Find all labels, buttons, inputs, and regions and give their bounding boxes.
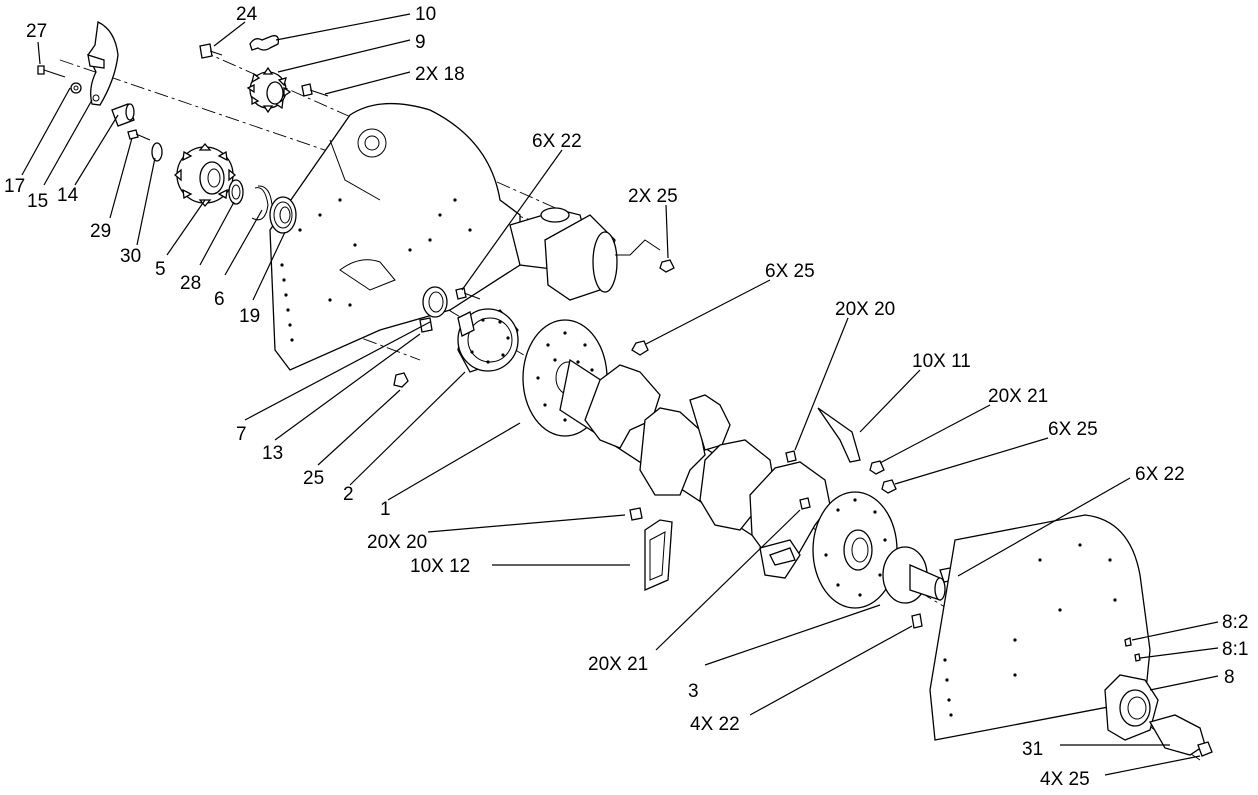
label-29: 29 — [90, 221, 111, 242]
label-5: 5 — [155, 259, 166, 280]
label-7: 7 — [236, 424, 247, 445]
ring-and-bearing — [228, 179, 297, 234]
shaft-hub-parts — [393, 286, 519, 388]
leader-lines — [21, 13, 1219, 776]
sprocket-5 — [173, 142, 237, 208]
hydraulic-motor — [509, 207, 661, 301]
left-side-plate — [269, 102, 521, 371]
label-31: 31 — [1022, 739, 1043, 760]
label-27: 27 — [26, 21, 47, 42]
rotor-hardware — [631, 259, 897, 510]
label-25: 25 — [303, 468, 324, 489]
label-20x21-bottom: 20X 21 — [588, 654, 648, 675]
label-28: 28 — [180, 273, 201, 294]
label-6x22-right: 6X 22 — [1135, 464, 1185, 485]
label-3: 3 — [688, 681, 699, 702]
label-1: 1 — [380, 499, 391, 520]
label-8-2: 8:2 — [1222, 612, 1248, 633]
label-9: 9 — [415, 32, 426, 53]
flange-shaft-3 — [882, 546, 963, 629]
label-14: 14 — [57, 185, 79, 206]
label-8: 8 — [1224, 667, 1235, 688]
knife-blade — [629, 507, 673, 591]
label-20x21-top: 20X 21 — [988, 386, 1048, 407]
label-30: 30 — [120, 246, 141, 267]
label-10x12: 10X 12 — [410, 556, 470, 577]
label-4x25: 4X 25 — [1040, 769, 1090, 790]
label-2x18: 2X 18 — [415, 64, 465, 85]
label-20x20-top: 20X 20 — [835, 299, 895, 320]
label-2: 2 — [343, 484, 354, 505]
bearing-housing-8 — [1104, 637, 1213, 757]
label-10x11: 10X 11 — [912, 351, 971, 372]
label-6: 6 — [214, 289, 225, 310]
rotor-assembly — [522, 319, 898, 609]
upper-left-hardware — [37, 21, 163, 162]
label-6x25-right: 6X 25 — [1048, 419, 1098, 440]
label-17: 17 — [4, 176, 25, 197]
callout-labels: 27 17 15 14 29 30 5 28 6 19 24 10 9 2X 1… — [4, 4, 1248, 790]
label-8-1: 8:1 — [1222, 639, 1248, 660]
label-19: 19 — [239, 306, 260, 327]
sprocket-9 — [199, 35, 329, 114]
label-2x25: 2X 25 — [628, 186, 678, 207]
label-10: 10 — [415, 4, 436, 25]
label-6x22-top: 6X 22 — [532, 131, 582, 152]
label-13: 13 — [262, 443, 283, 464]
label-24: 24 — [236, 4, 258, 25]
label-4x22: 4X 22 — [690, 714, 740, 735]
label-6x25-top: 6X 25 — [765, 261, 815, 282]
label-20x20-bottom: 20X 20 — [367, 532, 427, 553]
label-15: 15 — [27, 191, 48, 212]
